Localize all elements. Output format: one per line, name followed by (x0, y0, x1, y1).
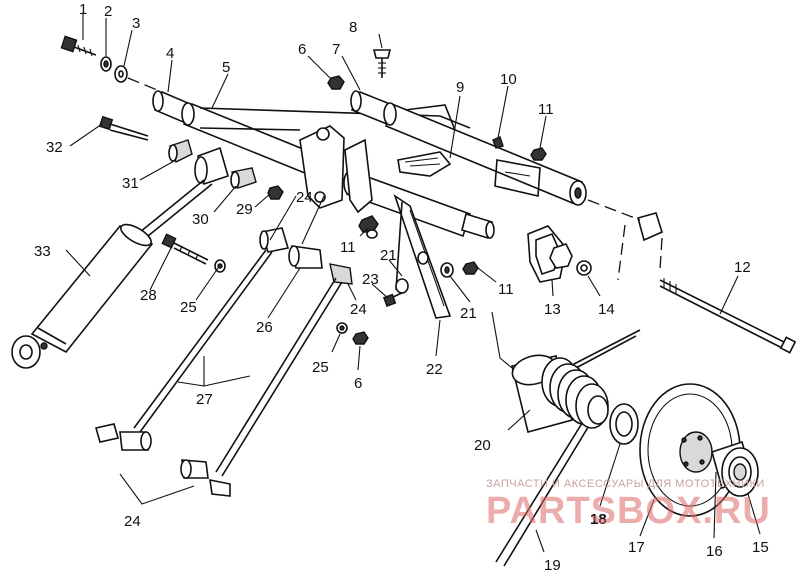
nut-part-11-top (530, 147, 547, 161)
leader-lines (65, 14, 761, 553)
shock-rod (139, 179, 213, 237)
callout-labels: 1 2 3 4 5 6 7 8 9 10 11 12 13 14 32 31 3… (34, 1, 769, 573)
bushing-part-30 (230, 167, 257, 189)
pivot-shaft-center (343, 170, 495, 240)
washer-part-3 (114, 65, 128, 83)
callout-14: 14 (598, 301, 615, 318)
bearing-part-15 (721, 447, 759, 497)
nut-part-11-center (358, 215, 379, 239)
callout-30: 30 (192, 211, 209, 228)
callout-6-top: 6 (298, 41, 306, 58)
callout-7: 7 (332, 41, 340, 58)
end-bracket-right (617, 212, 663, 281)
callout-16: 16 (706, 543, 723, 560)
callout-23: 23 (362, 271, 379, 288)
rear-shaft (383, 102, 587, 206)
callout-27: 27 (196, 391, 213, 408)
callout-26: 26 (256, 319, 273, 336)
washer-part-25-upper (214, 259, 226, 273)
washer-part-21-left (417, 251, 429, 265)
callout-13: 13 (544, 301, 561, 318)
callout-31: 31 (122, 175, 139, 192)
callout-25-lower: 25 (312, 359, 329, 376)
washer-part-14 (576, 260, 592, 276)
callout-18: 18 (590, 511, 607, 528)
bolt-part-1 (60, 35, 97, 57)
washer-part-2 (100, 56, 112, 72)
callout-5: 5 (222, 59, 230, 76)
frame-rail-top (199, 107, 471, 129)
callout-15: 15 (752, 539, 769, 556)
washer-part-25-lower (336, 322, 348, 334)
callout-2: 2 (104, 3, 112, 20)
callout-12: 12 (734, 259, 751, 276)
callout-3: 3 (132, 15, 140, 32)
bolt-part-23 (382, 278, 409, 307)
callout-22: 22 (426, 361, 443, 378)
bushing-part-31 (168, 139, 193, 163)
callout-1: 1 (79, 1, 87, 18)
nut-part-29 (267, 185, 284, 200)
callout-11-center: 11 (340, 239, 356, 256)
nut-part-6-lower (352, 331, 369, 345)
bolt-part-28 (161, 233, 209, 265)
callout-28: 28 (140, 287, 157, 304)
washer-part-21-right (440, 262, 454, 278)
callout-8: 8 (349, 19, 357, 36)
callout-17: 17 (628, 539, 645, 556)
callout-25-upper: 25 (180, 299, 197, 316)
watermark-subtitle: ЗАПЧАСТИ И АКСЕССУАРЫ ДЛЯ МОТОТЕХНИКИ (486, 478, 765, 490)
callout-10: 10 (500, 71, 517, 88)
frame-bracket-right (494, 159, 541, 197)
screw-part-8 (372, 49, 392, 78)
callout-19: 19 (544, 557, 561, 573)
bracket-part-13 (527, 225, 573, 283)
rod-part-27-right (215, 277, 343, 477)
shock-absorber-part-33 (11, 223, 154, 369)
callout-24-bottom: 24 (124, 513, 141, 530)
long-bolt-part-12 (659, 278, 797, 354)
axis-line-rear (587, 199, 641, 221)
pivot-plate-left (299, 125, 345, 209)
callout-33: 33 (34, 243, 51, 260)
torsion-spring (541, 357, 609, 429)
watermark-logo: PARTSBOX.RU (486, 490, 771, 532)
rod-end-part-24-lower-left (94, 423, 152, 451)
frame-rail-under (199, 127, 301, 131)
callout-11-right: 11 (498, 281, 514, 298)
callout-21-left: 21 (380, 247, 397, 264)
nut-part-11-right (462, 261, 479, 275)
pivot-plate-part-9 (344, 138, 452, 214)
rod-end-part-24-upper (259, 227, 290, 253)
callout-32: 32 (46, 139, 63, 156)
shock-eye-upper (194, 146, 229, 186)
clip-part-10 (492, 136, 504, 149)
nut-part-6-top (327, 75, 345, 90)
axis-line-top-left (127, 77, 163, 93)
callout-24-mid: 24 (350, 301, 367, 318)
callout-6-lower: 6 (354, 375, 362, 392)
frame-upright (404, 104, 456, 131)
callout-11-top: 11 (538, 101, 554, 118)
callout-24-top: 24 (296, 189, 313, 206)
bushing-part-26 (288, 245, 323, 269)
callout-21-right: 21 (460, 305, 477, 322)
bolt-part-32 (98, 115, 149, 141)
callout-9: 9 (456, 79, 464, 96)
rod-end-part-24-lower-right (180, 459, 231, 497)
washer-part-18 (609, 403, 639, 445)
callout-4: 4 (166, 45, 174, 62)
callout-29: 29 (236, 201, 253, 218)
callout-20: 20 (474, 437, 491, 454)
rod-part-27-left (133, 249, 273, 433)
